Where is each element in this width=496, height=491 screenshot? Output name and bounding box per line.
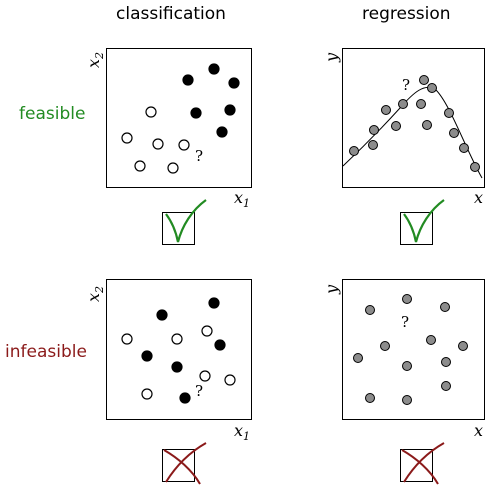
open-point bbox=[224, 374, 236, 386]
gray-point bbox=[449, 128, 459, 138]
gray-point bbox=[368, 140, 378, 150]
query-mark-classification-feasible: ? bbox=[195, 147, 204, 165]
x-axis-label-x-bottom: x bbox=[474, 421, 484, 440]
open-point bbox=[152, 138, 164, 150]
classification-infeasible-panel bbox=[106, 279, 252, 420]
gray-point bbox=[402, 294, 412, 304]
feasible-label: feasible bbox=[19, 104, 86, 124]
filled-point bbox=[141, 350, 153, 362]
gray-point bbox=[365, 305, 375, 315]
gray-point bbox=[391, 121, 401, 131]
check-mark-classification bbox=[165, 199, 207, 243]
open-point bbox=[121, 132, 133, 144]
query-mark-regression-feasible: ? bbox=[402, 76, 411, 94]
filled-point bbox=[224, 104, 236, 116]
gray-point bbox=[470, 162, 480, 172]
regression-curve bbox=[342, 86, 483, 179]
infeasible-label: infeasible bbox=[5, 342, 87, 362]
filled-point bbox=[156, 309, 168, 321]
filled-point bbox=[208, 297, 220, 309]
gray-point bbox=[422, 120, 432, 130]
gray-point bbox=[459, 143, 469, 153]
gray-point bbox=[402, 361, 412, 371]
gray-point bbox=[441, 357, 451, 367]
open-point bbox=[141, 388, 153, 400]
gray-point bbox=[380, 341, 390, 351]
gray-point bbox=[444, 108, 454, 118]
gray-point bbox=[369, 125, 379, 135]
open-point bbox=[171, 333, 183, 345]
gray-point bbox=[419, 75, 429, 85]
gray-point bbox=[440, 302, 450, 312]
gray-point bbox=[381, 105, 391, 115]
open-point bbox=[145, 106, 157, 118]
classification-feasible-panel bbox=[106, 48, 252, 188]
cross-mark-regression bbox=[401, 442, 445, 485]
regression-infeasible-points bbox=[353, 294, 468, 405]
gray-point bbox=[416, 99, 426, 109]
regression-header: regression bbox=[362, 4, 451, 24]
open-point bbox=[121, 333, 133, 345]
gray-point bbox=[458, 341, 468, 351]
gray-point bbox=[402, 395, 412, 405]
gray-point bbox=[349, 146, 359, 156]
regression-feasible-points bbox=[349, 75, 480, 172]
cross-mark-classification bbox=[163, 442, 207, 485]
classification-feasible-points bbox=[121, 63, 240, 174]
filled-point bbox=[228, 77, 240, 89]
query-mark-regression-infeasible: ? bbox=[401, 313, 410, 331]
open-point bbox=[199, 370, 211, 382]
regression-feasible-panel bbox=[342, 48, 485, 188]
filled-point bbox=[208, 63, 220, 75]
gray-point bbox=[441, 381, 451, 391]
open-point bbox=[134, 160, 146, 172]
open-point bbox=[201, 325, 213, 337]
gray-point bbox=[398, 99, 408, 109]
query-mark-classification-infeasible: ? bbox=[195, 382, 204, 400]
check-mark-regression bbox=[403, 199, 445, 243]
filled-point bbox=[216, 126, 228, 138]
filled-point bbox=[179, 392, 191, 404]
classification-header: classification bbox=[116, 4, 226, 24]
filled-point bbox=[214, 339, 226, 351]
open-point bbox=[178, 139, 190, 151]
filled-point bbox=[171, 361, 183, 373]
x-axis-label-x1-top: x1 bbox=[234, 188, 251, 211]
filled-point bbox=[182, 74, 194, 86]
filled-point bbox=[190, 107, 202, 119]
gray-point bbox=[426, 335, 436, 345]
x-axis-label-x-top: x bbox=[474, 188, 484, 207]
gray-point bbox=[365, 393, 375, 403]
open-point bbox=[167, 162, 179, 174]
classification-infeasible-points bbox=[121, 297, 236, 404]
x-axis-label-x1-bottom: x1 bbox=[234, 421, 251, 444]
gray-point bbox=[427, 83, 437, 93]
gray-point bbox=[353, 353, 363, 363]
